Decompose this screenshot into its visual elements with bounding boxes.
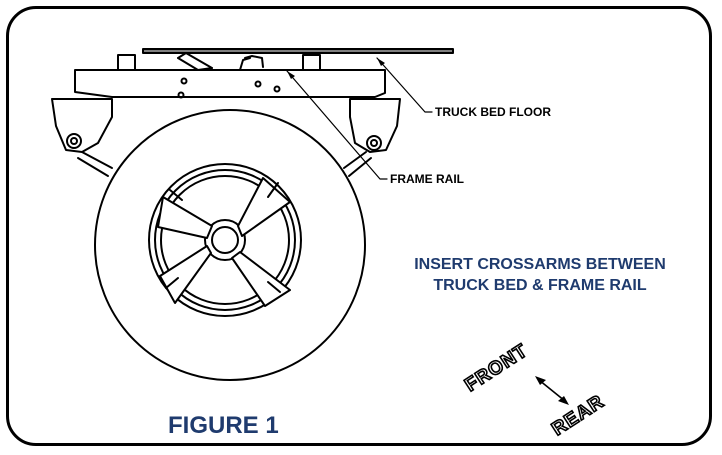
instruction-line-1: INSERT CROSSARMS BETWEEN bbox=[414, 256, 666, 273]
callout-leaders bbox=[286, 57, 433, 180]
front-label: FRONT bbox=[461, 340, 532, 396]
spare-tire bbox=[94, 109, 366, 381]
left-pivot-bracket bbox=[51, 98, 113, 177]
rear-label: REAR bbox=[548, 391, 608, 440]
crossarm-frame bbox=[74, 52, 386, 99]
figure-title: FIGURE 1 bbox=[168, 412, 279, 439]
arrowhead bbox=[287, 71, 295, 79]
direction-arrow bbox=[535, 376, 569, 405]
truck-bed-floor-label: TRUCK BED FLOOR bbox=[435, 105, 551, 119]
truck-bed-floor bbox=[142, 48, 454, 54]
arrowhead bbox=[377, 58, 385, 66]
instruction-line-2: TRUCK BED & FRAME RAIL bbox=[433, 277, 647, 294]
frame-rail-label: FRAME RAIL bbox=[390, 172, 464, 186]
right-pivot-bracket bbox=[343, 98, 401, 177]
